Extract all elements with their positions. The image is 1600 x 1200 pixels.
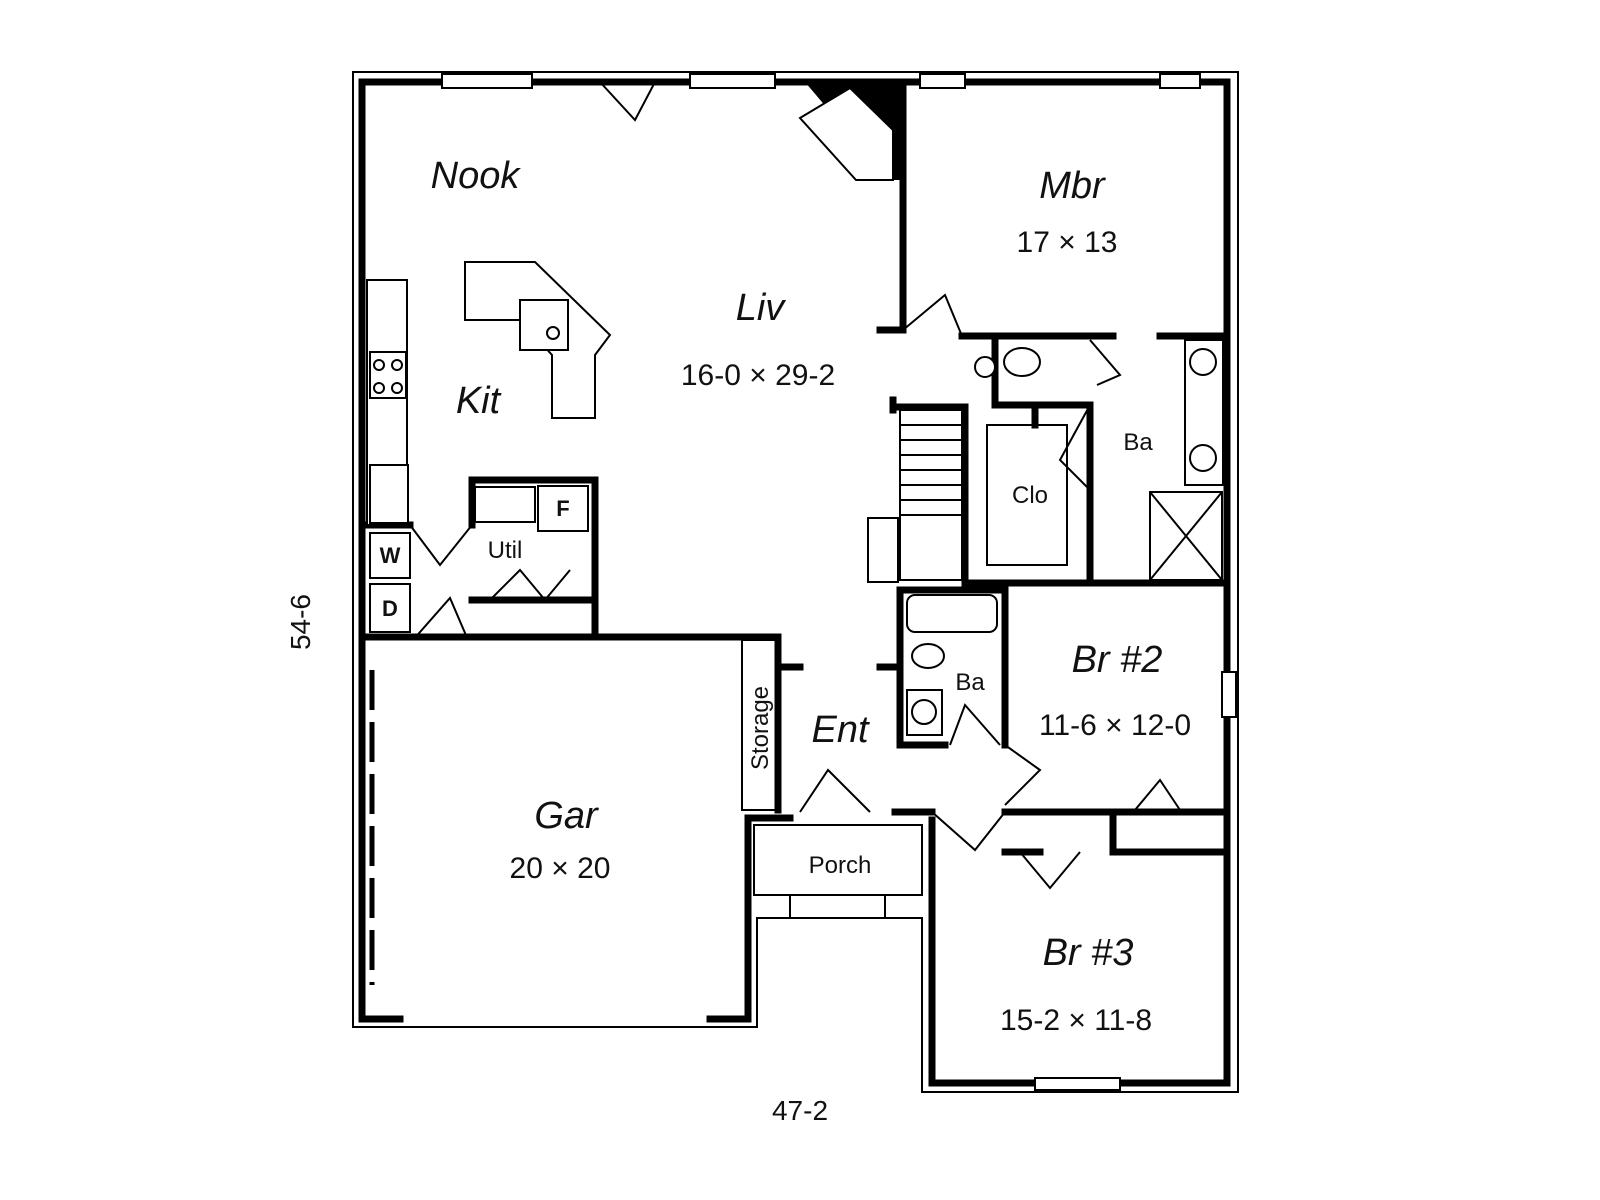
living-dims: 16-0 × 29-2 (681, 359, 835, 392)
master-bath-fixtures (974, 339, 1224, 581)
dryer-label: D (382, 596, 398, 621)
bedroom-2-label: Br #2 (1072, 639, 1163, 681)
entry-label: Ent (811, 709, 869, 751)
master-bedroom-dims: 17 × 13 (1017, 226, 1118, 259)
freezer-box (537, 485, 589, 532)
kitchen-label: Kit (456, 380, 502, 422)
stairs (867, 409, 963, 583)
master-bath-label: Ba (1123, 429, 1153, 456)
utility-label: Util (488, 537, 523, 564)
overall-depth-label: 54-6 (285, 594, 316, 650)
freezer-label: F (556, 496, 569, 521)
doors (409, 81, 1181, 890)
fireplace (798, 82, 903, 181)
kitchen-counters (366, 261, 612, 526)
utility-appliances (369, 485, 589, 633)
exterior-outline (352, 71, 1239, 1093)
garage-dims: 20 × 20 (510, 852, 611, 885)
dryer-box (369, 583, 411, 633)
hall-bath-label: Ba (955, 669, 985, 696)
hall-bath-fixtures (906, 594, 998, 736)
washer-box (369, 532, 411, 579)
bedroom-3-dims: 15-2 × 11-8 (1000, 1004, 1152, 1037)
nook-label: Nook (431, 155, 522, 197)
washer-label: W (380, 543, 401, 568)
storage-label: Storage (747, 686, 774, 770)
garage-label: Gar (534, 795, 599, 837)
master-bedroom-label: Mbr (1039, 165, 1106, 207)
bedroom-3-label: Br #3 (1043, 932, 1134, 974)
living-label: Liv (736, 287, 787, 329)
windows (441, 73, 1237, 1091)
porch-label: Porch (809, 852, 872, 879)
overall-width-label: 47-2 (772, 1095, 828, 1126)
closet-label: Clo (1012, 482, 1048, 509)
bedroom-2-dims: 11-6 × 12-0 (1039, 709, 1191, 742)
storage-porch (741, 639, 923, 918)
